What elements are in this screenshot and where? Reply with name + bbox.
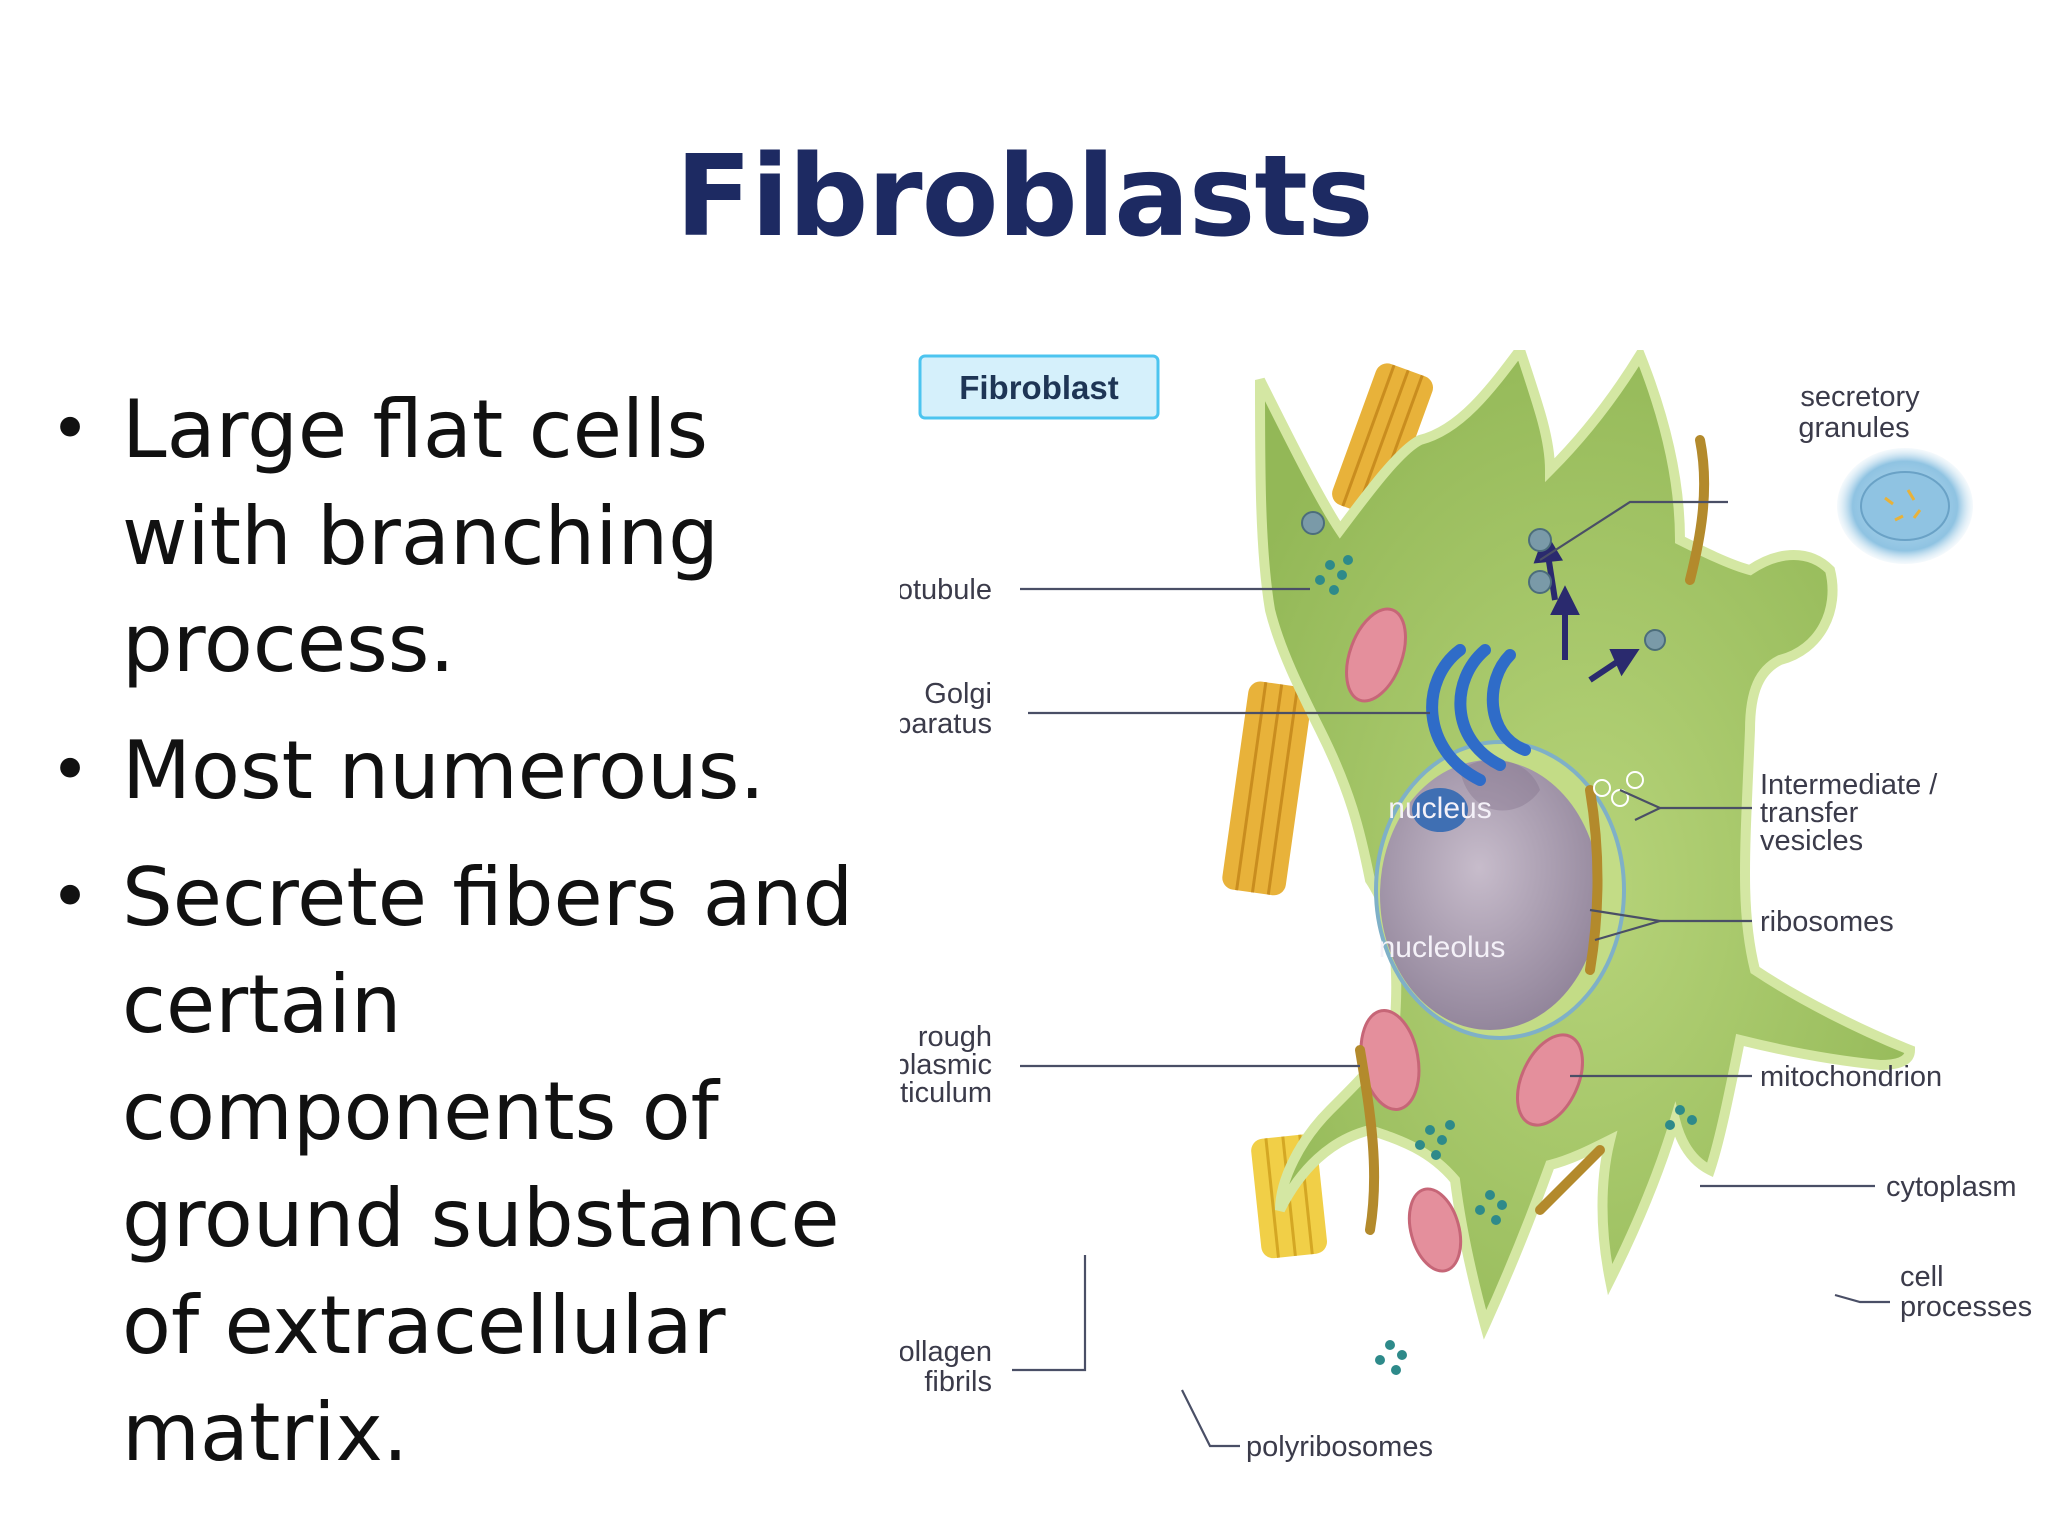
mitochondrion-3 (1516, 1033, 1584, 1127)
label-vesicles-2: transfer (1760, 797, 1859, 829)
label-golgi-2: apparatus (900, 708, 992, 740)
bullet-line: Most numerous. (122, 724, 765, 817)
diagram-labels: secretory granules microtubule Golgi app… (900, 381, 2032, 1463)
label-rough-er-3: reticulum (900, 1077, 992, 1109)
label-rough-er-2: endoplasmic (900, 1049, 992, 1081)
bullet-line: ground substance (122, 1172, 840, 1265)
leader-collagen (1012, 1255, 1087, 1372)
bullet-item-1: • Large flat cells with branching proces… (44, 376, 904, 697)
collagen-bundle-top (1332, 363, 1434, 519)
nucleus-label: nucleus (1388, 792, 1491, 825)
bullet-line: certain (122, 958, 402, 1051)
label-cell-processes-1: cell (1900, 1261, 1944, 1293)
bullet-list: • Large flat cells with branching proces… (44, 376, 904, 1506)
bullet-line: matrix. (122, 1386, 409, 1479)
label-microtubule: microtubule (900, 574, 992, 606)
bullet-line: with branching (122, 490, 719, 583)
label-cytoplasm: cytoplasm (1886, 1171, 2017, 1203)
label-golgi-1: Golgi (924, 678, 992, 710)
nucleolus-label: nucleolus (1379, 931, 1506, 964)
leader-lines (1012, 500, 1890, 1448)
bullet-line: Large flat cells (122, 383, 709, 476)
bullet-dot-icon: • (50, 731, 91, 810)
nucleus: nucleus nucleolus (1374, 740, 1626, 1040)
label-secretory-1: secretory (1800, 381, 1920, 413)
label-vesicles-1: Intermediate / (1760, 769, 1938, 801)
leader-ribosomes-3 (1594, 919, 1661, 942)
leader-secretory (1539, 500, 1728, 561)
polyribosomes (1315, 555, 1697, 1375)
label-secretory-2: granules (1798, 412, 1909, 444)
bullet-line: components of (122, 1065, 719, 1158)
leader-cell-processes (1834, 1293, 1890, 1304)
bullet-item-2: • Most numerous. (44, 717, 904, 824)
mitochondrion-1 (1345, 607, 1407, 703)
bullet-dot-icon: • (50, 390, 91, 469)
mitochondrion-4 (1407, 1187, 1463, 1273)
label-mitochondrion: mitochondrion (1760, 1061, 1942, 1093)
bullet-item-3: • Secrete fibers and certain components … (44, 844, 904, 1486)
rough-er (1355, 435, 1710, 1235)
bullet-line: Secrete fibers and (122, 851, 854, 944)
label-box-rect (918, 354, 1160, 420)
fibroblast-svg: Fibroblast (900, 350, 2032, 1463)
label-vesicles-3: vesicles (1760, 825, 1863, 857)
label-collagen-2: fibrils (924, 1366, 992, 1398)
fibroblast-label-box: Fibroblast (918, 354, 1160, 420)
leader-polyribosomes (1181, 1389, 1240, 1448)
fibroblast-diagram: Fibroblast (900, 350, 2048, 1536)
label-ribosomes: ribosomes (1760, 906, 1894, 938)
label-box-text: Fibroblast (959, 369, 1119, 406)
label-polyribosomes: polyribosomes (1246, 1431, 1433, 1463)
vesicles (1301, 511, 1666, 807)
mitochondria (1345, 607, 1584, 1273)
golgi-apparatus (1426, 644, 1531, 786)
bullet-line: of extracellular (122, 1279, 726, 1372)
label-collagen-1: collagen (900, 1336, 992, 1368)
slide-title: Fibroblasts (675, 132, 1373, 262)
bullet-line: process. (122, 597, 455, 690)
secretory-granule-icon (1837, 448, 1973, 564)
leader-ribosomes-2 (1589, 908, 1661, 923)
leader-vesicles-2 (1634, 807, 1661, 821)
bullet-dot-icon: • (50, 858, 91, 937)
label-rough-er-1: rough (918, 1021, 992, 1053)
nucleolus-icon (1412, 788, 1468, 832)
collagen-bundle-left (1222, 681, 1312, 896)
label-cell-processes-2: processes (1900, 1291, 2032, 1323)
